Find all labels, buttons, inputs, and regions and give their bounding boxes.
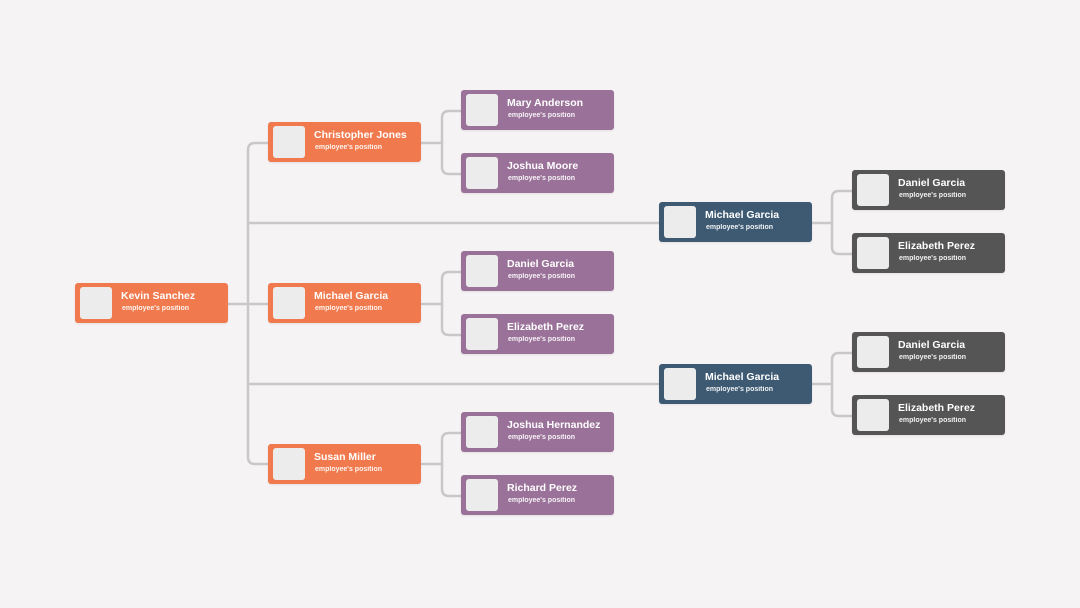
- photo-placeholder: [466, 94, 498, 126]
- employee-position: employee's position: [899, 417, 967, 424]
- photo-placeholder: [857, 399, 889, 431]
- org-node-branch-staff[interactable]: Elizabeth Perez employee's position: [852, 395, 1005, 435]
- employee-position: employee's position: [508, 434, 576, 441]
- photo-placeholder: [466, 416, 498, 448]
- org-node-branch-staff[interactable]: Daniel Garcia employee's position: [852, 332, 1005, 372]
- connector-trunk-vertical: [246, 141, 270, 306]
- connector-branch-2-up: [830, 351, 854, 386]
- employee-name: Kevin Sanchez: [121, 290, 196, 302]
- org-node-branch-head[interactable]: Michael Garcia employee's position: [659, 202, 812, 242]
- employee-position: employee's position: [315, 305, 383, 312]
- employee-position: employee's position: [508, 112, 576, 119]
- connector-manager-3-down: [440, 462, 463, 498]
- photo-placeholder: [466, 318, 498, 350]
- photo-placeholder: [273, 287, 305, 319]
- employee-name: Elizabeth Perez: [898, 402, 976, 414]
- employee-name: Richard Perez: [507, 482, 578, 494]
- employee-name: Elizabeth Perez: [898, 240, 976, 252]
- photo-placeholder: [273, 126, 305, 158]
- employee-name: Christopher Jones: [314, 129, 407, 141]
- employee-position: employee's position: [315, 466, 383, 473]
- photo-placeholder: [664, 206, 696, 238]
- photo-placeholder: [466, 157, 498, 189]
- employee-position: employee's position: [706, 386, 774, 393]
- employee-name: Michael Garcia: [705, 209, 780, 221]
- employee-position: employee's position: [122, 305, 190, 312]
- connector-manager-2-down: [440, 302, 463, 337]
- org-node-root[interactable]: Kevin Sanchez employee's position: [75, 283, 228, 323]
- org-node-staff[interactable]: Daniel Garcia employee's position: [461, 251, 614, 291]
- employee-name: Susan Miller: [314, 451, 376, 463]
- org-node-branch-head[interactable]: Michael Garcia employee's position: [659, 364, 812, 404]
- employee-name: Michael Garcia: [314, 290, 389, 302]
- employee-name: Joshua Hernandez: [507, 419, 601, 431]
- connector-trunk-lower: [246, 302, 270, 466]
- employee-name: Daniel Garcia: [898, 339, 966, 351]
- employee-name: Daniel Garcia: [507, 258, 575, 270]
- connector-manager-2-up: [440, 270, 463, 306]
- photo-placeholder: [857, 336, 889, 368]
- org-node-staff[interactable]: Mary Anderson employee's position: [461, 90, 614, 130]
- connector-manager-3-up: [440, 431, 463, 466]
- photo-placeholder: [664, 368, 696, 400]
- employee-position: employee's position: [508, 175, 576, 182]
- employee-name: Michael Garcia: [705, 371, 780, 383]
- photo-placeholder: [466, 255, 498, 287]
- employee-position: employee's position: [706, 224, 774, 231]
- connector-branch-1-up: [830, 189, 854, 225]
- org-node-staff[interactable]: Joshua Hernandez employee's position: [461, 412, 614, 452]
- org-node-staff[interactable]: Richard Perez employee's position: [461, 475, 614, 515]
- connector-branch-1-down: [830, 221, 854, 256]
- employee-position: employee's position: [315, 144, 383, 151]
- connector-branch-2-down: [830, 382, 854, 418]
- connector-manager-1-down: [440, 141, 463, 176]
- org-node-manager[interactable]: Michael Garcia employee's position: [268, 283, 421, 323]
- employee-position: employee's position: [508, 336, 576, 343]
- org-node-staff[interactable]: Elizabeth Perez employee's position: [461, 314, 614, 354]
- photo-placeholder: [857, 174, 889, 206]
- photo-placeholder: [273, 448, 305, 480]
- photo-placeholder: [80, 287, 112, 319]
- employee-name: Daniel Garcia: [898, 177, 966, 189]
- employee-name: Mary Anderson: [507, 97, 584, 109]
- employee-position: employee's position: [899, 192, 967, 199]
- org-node-manager[interactable]: Christopher Jones employee's position: [268, 122, 421, 162]
- photo-placeholder: [857, 237, 889, 269]
- org-node-staff[interactable]: Joshua Moore employee's position: [461, 153, 614, 193]
- org-node-branch-staff[interactable]: Elizabeth Perez employee's position: [852, 233, 1005, 273]
- employee-position: employee's position: [899, 354, 967, 361]
- employee-name: Joshua Moore: [507, 160, 579, 172]
- photo-placeholder: [466, 479, 498, 511]
- org-node-branch-staff[interactable]: Daniel Garcia employee's position: [852, 170, 1005, 210]
- employee-name: Elizabeth Perez: [507, 321, 585, 333]
- employee-position: employee's position: [508, 497, 576, 504]
- org-node-manager[interactable]: Susan Miller employee's position: [268, 444, 421, 484]
- connector-manager-1-up: [440, 109, 463, 145]
- employee-position: employee's position: [508, 273, 576, 280]
- employee-position: employee's position: [899, 255, 967, 262]
